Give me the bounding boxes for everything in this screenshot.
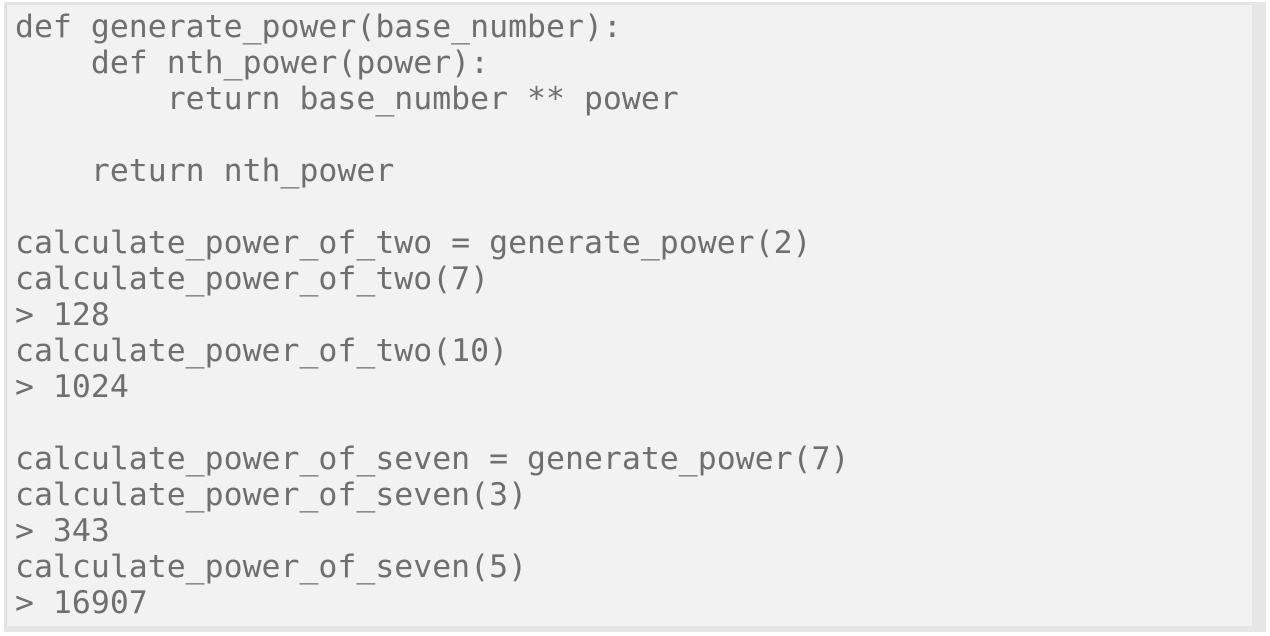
code-line: calculate_power_of_two = generate_power(… xyxy=(15,225,812,261)
code-line: calculate_power_of_seven = generate_powe… xyxy=(15,441,850,477)
code-line: calculate_power_of_seven(5) xyxy=(15,549,528,585)
code-line-output: > 16907 xyxy=(15,585,148,621)
code-block[interactable]: def generate_power(base_number): def nth… xyxy=(6,4,1252,626)
code-line-output: > 1024 xyxy=(15,369,129,405)
code-line: calculate_power_of_two(7) xyxy=(15,261,490,297)
code-line: def nth_power(power): xyxy=(15,45,490,81)
code-block-frame: def generate_power(base_number): def nth… xyxy=(4,2,1266,632)
code-line: def generate_power(base_number): xyxy=(15,9,622,45)
code-line-blank xyxy=(15,405,1252,441)
code-line: return nth_power xyxy=(15,153,395,189)
code-line-blank xyxy=(15,117,1252,153)
code-line-output: > 128 xyxy=(15,297,110,333)
code-text[interactable]: def generate_power(base_number): def nth… xyxy=(7,9,1252,621)
code-line-output: > 343 xyxy=(15,513,110,549)
code-line: calculate_power_of_seven(3) xyxy=(15,477,528,513)
code-line-blank xyxy=(15,189,1252,225)
code-line: calculate_power_of_two(10) xyxy=(15,333,509,369)
code-line: return base_number ** power xyxy=(15,81,679,117)
